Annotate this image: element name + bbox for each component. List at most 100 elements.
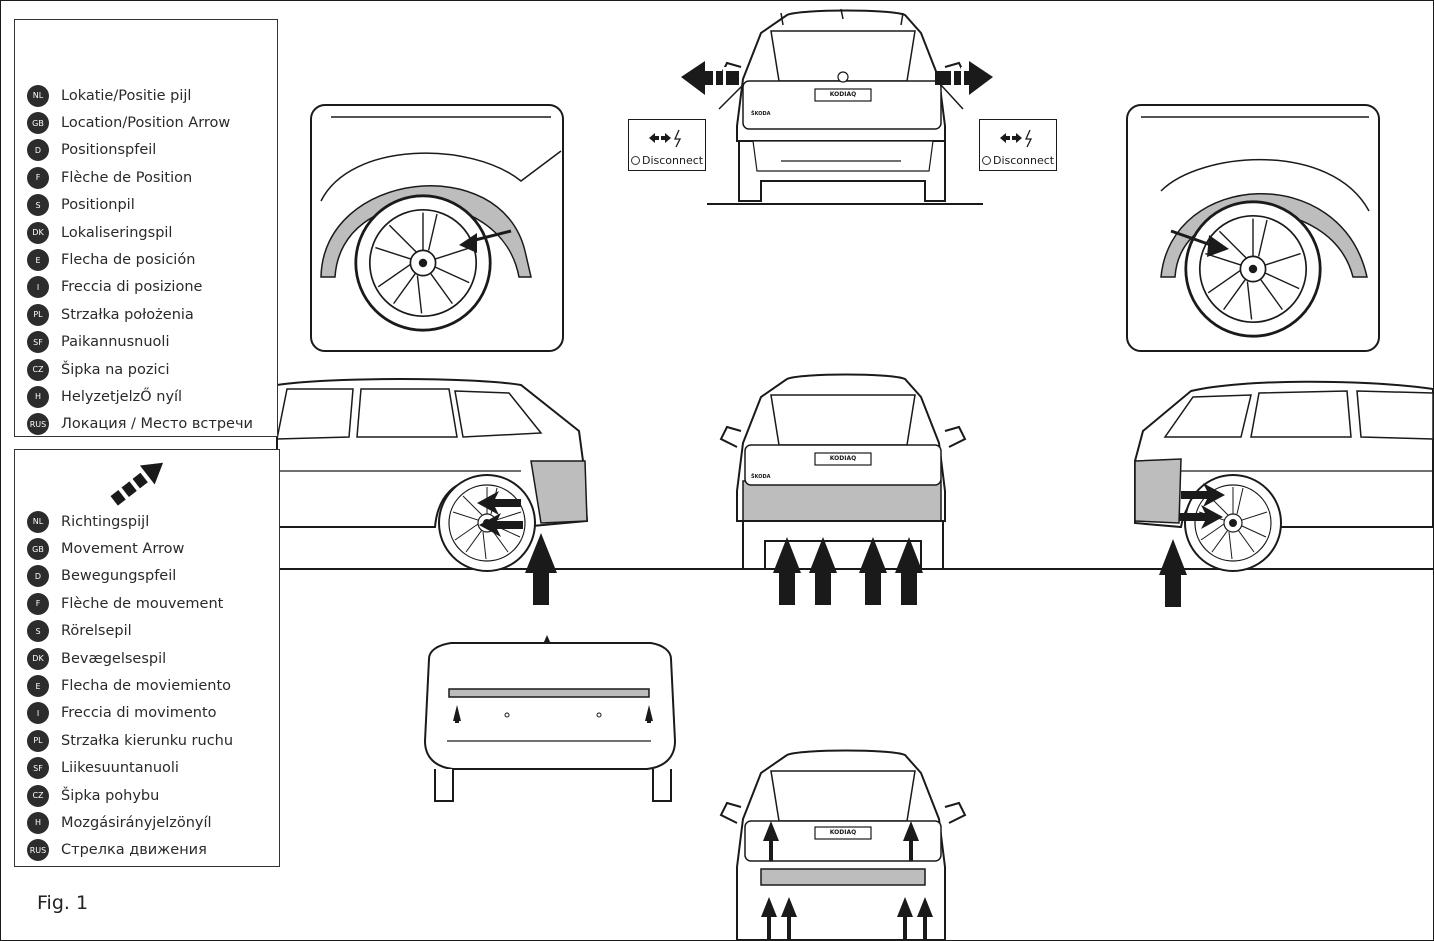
car-rear-center — [719, 373, 967, 570]
language-code-badge: CZ — [27, 358, 49, 381]
legend-item-label: Strzałka kierunku ruchu — [61, 732, 234, 749]
legend-item: F Flèche de Position — [27, 164, 253, 191]
language-code-badge: D — [27, 139, 49, 162]
car-rear-top — [719, 8, 967, 202]
legend-item-label: Richtingspijl — [61, 513, 150, 530]
language-code-badge: S — [27, 620, 49, 643]
language-code-badge: F — [27, 166, 49, 189]
movement-arrow-symbol — [110, 462, 164, 506]
language-code-badge: D — [27, 565, 49, 588]
language-code-badge: H — [27, 385, 49, 408]
legend-item: PL Strzałka kierunku ruchu — [27, 727, 233, 754]
language-code-badge: GB — [27, 538, 49, 561]
car-model-badge: KODIAQ — [829, 91, 857, 98]
legend-item-label: Flèche de Position — [61, 169, 193, 186]
legend-item-label: Flèche de mouvement — [61, 595, 224, 612]
legend-item-label: Lokatie/Positie pijl — [61, 87, 192, 104]
legend-item-label: Strzałka położenia — [61, 306, 194, 323]
language-code-badge: PL — [27, 729, 49, 752]
language-code-badge: E — [27, 675, 49, 698]
legend-item: DK Bevægelsespil — [27, 645, 233, 672]
legend-item-label: Paikannusnuoli — [61, 334, 170, 351]
legend-item: GB Movement Arrow — [27, 535, 233, 562]
bumper-detail — [423, 642, 677, 802]
legend-item: H HelyzetjelzŐ nyíl — [27, 383, 253, 410]
language-code-badge: DK — [27, 647, 49, 670]
bumper-arrows — [453, 705, 653, 723]
language-code-badge: RUS — [27, 413, 49, 436]
wheel-arch-inset-right — [1126, 104, 1380, 352]
language-code-badge: S — [27, 194, 49, 217]
car-brand-text: ŠKODA — [751, 474, 771, 480]
disconnect-label: Disconnect — [982, 154, 1054, 167]
language-code-badge: GB — [27, 112, 49, 135]
disconnect-label: Disconnect — [631, 154, 703, 167]
legend-item-label: Bewegungspfeil — [61, 568, 177, 585]
legend-item: D Positionspfeil — [27, 137, 253, 164]
legend-item-label: Movement Arrow — [61, 541, 185, 558]
language-code-badge: F — [27, 592, 49, 615]
legend-item: S Positionpil — [27, 192, 253, 219]
legend-item: SF Liikesuuntanuoli — [27, 755, 233, 782]
legend-item: H Mozgásirányjelzönyíl — [27, 809, 233, 836]
legend-item-label: Локация / Место встречи — [61, 416, 253, 433]
legend-item-label: Šipka na pozici — [61, 361, 170, 378]
legend-item-label: Rörelsepil — [61, 623, 132, 640]
legend-item: D Bewegungspfeil — [27, 563, 233, 590]
disconnect-callout-left: Disconnect — [628, 119, 706, 171]
disconnect-plug-icon — [649, 129, 682, 148]
legend-item: GB Location/Position Arrow — [27, 109, 253, 136]
legend-item: DK Lokaliseringspil — [27, 219, 253, 246]
legend-item: NL Lokatie/Positie pijl — [27, 82, 253, 109]
disconnect-callout-right: Disconnect — [979, 119, 1057, 171]
language-code-badge: NL — [27, 84, 49, 107]
movement-arrows-side — [477, 483, 1225, 537]
legend-item-label: Flecha de posición — [61, 252, 196, 269]
disconnect-plug-icon — [1000, 129, 1033, 148]
legend-item-label: Lokaliseringspil — [61, 224, 173, 241]
legend-item-label: Freccia di posizione — [61, 279, 203, 296]
legend-item-label: Positionspfeil — [61, 142, 157, 159]
language-code-badge: NL — [27, 510, 49, 533]
legend-item: CZ Šipka pohybu — [27, 782, 233, 809]
car-brand-text: ŠKODA — [751, 111, 771, 117]
language-code-badge: SF — [27, 757, 49, 780]
legend-item: CZ Šipka na pozici — [27, 356, 253, 383]
figure-label: Fig. 1 — [37, 892, 89, 914]
car-model-badge: KODIAQ — [829, 455, 857, 462]
legend-item-label: Positionpil — [61, 197, 135, 214]
legend-item: F Flèche de mouvement — [27, 590, 233, 617]
legend-item: RUS Стрелка движения — [27, 837, 233, 864]
language-code-badge: I — [27, 702, 49, 725]
language-code-badge: CZ — [27, 784, 49, 807]
legend-item-label: Flecha de moviemiento — [61, 678, 232, 695]
legend-item-label: Mozgásirányjelzönyíl — [61, 814, 212, 831]
legend-item: E Flecha de posición — [27, 246, 253, 273]
language-code-badge: DK — [27, 221, 49, 244]
legend-item: RUS Локация / Место встречи — [27, 411, 253, 438]
car-rear-bottom — [719, 749, 967, 940]
car-side-left — [276, 378, 589, 572]
legend-item: S Rörelsepil — [27, 618, 233, 645]
legend-item-label: Стрелка движения — [61, 842, 207, 859]
movement-arrows-top — [681, 61, 993, 110]
legend-item-label: Location/Position Arrow — [61, 115, 231, 132]
legend-item-label: Bevægelsespil — [61, 650, 167, 667]
legend-item-label: HelyzetjelzŐ nyíl — [61, 388, 183, 405]
language-code-badge: RUS — [27, 839, 49, 862]
bottom-car-arrows — [761, 821, 933, 940]
legend-item-label: Liikesuuntanuoli — [61, 760, 179, 777]
language-code-badge: H — [27, 811, 49, 834]
legend-item-label: Šipka pohybu — [61, 787, 160, 804]
car-model-badge: KODIAQ — [829, 829, 857, 836]
language-code-badge: E — [27, 249, 49, 272]
legend-item: E Flecha de moviemiento — [27, 672, 233, 699]
